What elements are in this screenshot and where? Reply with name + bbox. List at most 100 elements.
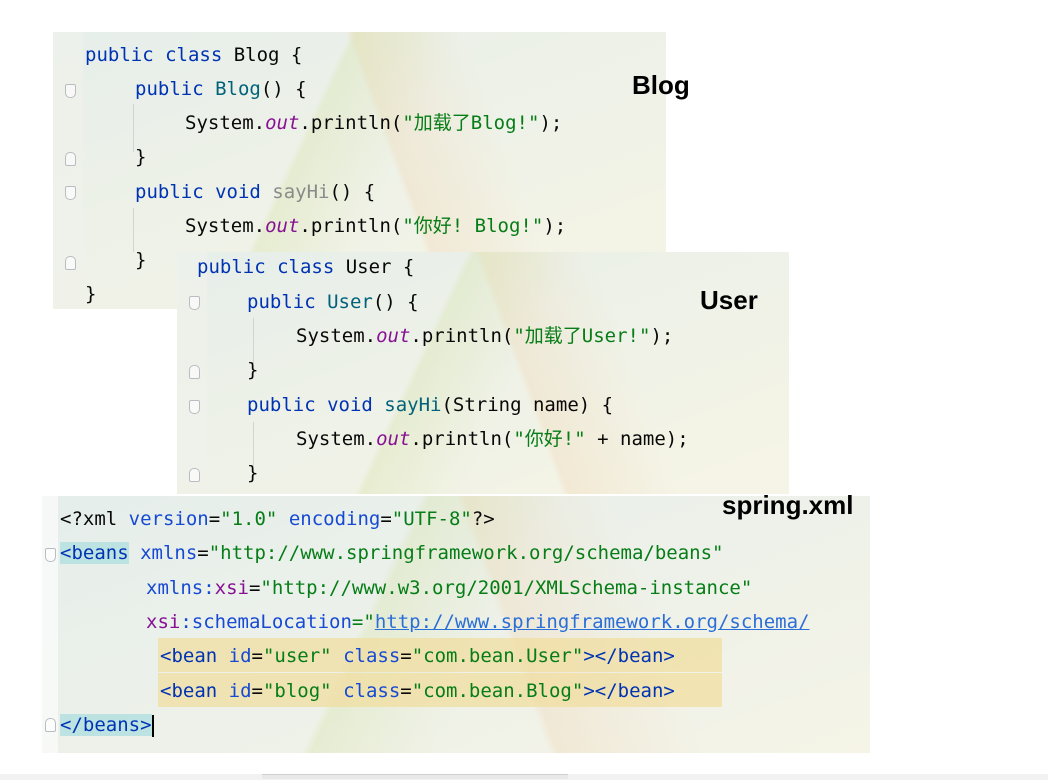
code-line[interactable]: public void sayHi(String name) { (247, 388, 789, 422)
code-line[interactable]: System.out.println("加载了Blog!"); (185, 106, 666, 140)
blog-caption: Blog (632, 70, 690, 100)
beans-close-bracket: > (140, 714, 152, 736)
punctuation: () { (329, 181, 376, 203)
fold-marker-icon[interactable] (45, 718, 56, 732)
keyword: public class (197, 256, 346, 278)
attribute-value: "UTF-8" (391, 508, 472, 530)
identifier: System. (296, 325, 377, 347)
bean-close-tag: ></bean> (583, 680, 675, 702)
attribute-name: class (331, 680, 401, 702)
code-line[interactable]: public User () { (247, 285, 789, 319)
blog-code-panel: public class Blog { public Blog() { Syst… (53, 32, 666, 309)
attribute-name: class (331, 645, 401, 667)
code-line[interactable]: </beans> (60, 708, 870, 742)
code-line[interactable]: <beans xmlns="http://www.springframework… (60, 536, 870, 570)
static-field: out (265, 112, 300, 134)
namespace-prefix: xsi (146, 611, 181, 633)
code-line[interactable]: public Blog() { (135, 72, 666, 106)
attribute-value-open: =" (351, 611, 375, 633)
code-line[interactable]: System.out.println("加载了User!"); (296, 319, 789, 353)
fold-marker-icon[interactable] (189, 468, 200, 482)
static-field: out (265, 215, 300, 237)
attribute-name: encoding (277, 508, 381, 530)
user-code-panel: public class User { public User () { Syst… (177, 252, 789, 494)
identifier: System. (185, 112, 266, 134)
code-line[interactable]: public class Blog { (85, 38, 666, 72)
horizontal-scrollbar[interactable] (0, 774, 1048, 780)
attribute-value: "blog" (262, 680, 332, 702)
xml-declaration: <?xml (60, 508, 129, 530)
keyword: public (247, 291, 328, 313)
fold-marker-icon[interactable] (45, 548, 56, 562)
xml-declaration-end: ?> (471, 508, 495, 530)
code-line[interactable]: <bean id="user" class="com.bean.User"></… (160, 639, 870, 673)
attribute-name: id (217, 645, 252, 667)
fold-marker-icon[interactable] (189, 296, 200, 310)
code-line[interactable]: } (247, 353, 789, 387)
keyword: public void (247, 394, 385, 416)
code-line[interactable]: } (135, 140, 666, 174)
namespace-prefix: xsi (214, 577, 249, 599)
attribute-name: :schemaLocation (180, 611, 352, 633)
constructor-name: Blog (215, 78, 261, 100)
punctuation: () { (260, 78, 307, 100)
indent-guide (133, 208, 134, 252)
method-call: .println( (299, 215, 403, 237)
attribute-value: "1.0" (220, 508, 278, 530)
closing-brace: } (85, 283, 97, 305)
code-line[interactable]: <?xml version="1.0" encoding="UTF-8"?> (60, 502, 870, 536)
spring-xml-caption: spring.xml (722, 490, 854, 520)
scrollbar-thumb[interactable] (262, 774, 568, 779)
equals: = (248, 577, 261, 599)
code-line[interactable]: xmlns:xsi="http://www.w3.org/2001/XMLSch… (146, 571, 870, 605)
equals: = (400, 645, 412, 667)
method-name: sayHi (272, 181, 330, 203)
code-line[interactable]: } (135, 243, 666, 277)
code-line[interactable]: } (85, 277, 666, 309)
equals: = (400, 680, 412, 702)
class-name: Blog { (233, 44, 303, 66)
method-call: .println( (410, 428, 514, 450)
static-field: out (376, 428, 411, 450)
fold-marker-icon[interactable] (65, 256, 76, 270)
identifier: System. (185, 215, 266, 237)
fold-marker-icon[interactable] (65, 84, 76, 98)
attribute-value: "http://www.w3.org/2001/XMLSchema-instan… (260, 577, 753, 599)
attribute-name: xmlns (128, 542, 198, 564)
attribute-value: "http://www.springframework.org/schema/b… (208, 542, 724, 564)
method-name: sayHi (384, 394, 442, 416)
indent-guide (253, 318, 254, 364)
code-line[interactable]: } (247, 456, 789, 490)
method-call: .println( (299, 112, 403, 134)
parameters: (String name) { (441, 394, 614, 416)
code-line[interactable]: xsi:schemaLocation="http://www.springfra… (146, 605, 870, 639)
bean-open-tag: <bean (160, 645, 218, 667)
fold-marker-icon[interactable] (65, 186, 76, 200)
indent-guide (133, 104, 134, 152)
keyword: public void (135, 181, 273, 203)
beans-open-tag: <beans (60, 542, 129, 564)
equals: = (197, 542, 209, 564)
attribute-value: "com.bean.User" (411, 645, 584, 667)
text-cursor (151, 714, 154, 737)
fold-marker-icon[interactable] (189, 400, 200, 414)
code-line[interactable]: System.out.println("你好!" + name); (296, 422, 789, 456)
user-caption: User (700, 285, 758, 315)
fold-marker-icon[interactable] (65, 152, 76, 166)
code-line[interactable]: public void sayHi() { (135, 175, 666, 209)
equals: = (208, 508, 221, 530)
xml-gutter (42, 496, 58, 753)
code-line[interactable]: <bean id="blog" class="com.bean.Blog"></… (160, 674, 870, 708)
static-field: out (376, 325, 411, 347)
string-literal: "加载了User!" (513, 325, 651, 347)
closing-brace: } (135, 249, 147, 271)
punctuation: ); (539, 112, 563, 134)
indent-guide (253, 422, 254, 466)
punctuation: () { (372, 291, 419, 313)
fold-marker-icon[interactable] (189, 365, 200, 379)
code-line[interactable]: public class User { (197, 252, 789, 284)
code-line[interactable]: System.out.println("你好! Blog!"); (185, 209, 666, 243)
attribute-value: "user" (262, 645, 332, 667)
schema-location-link[interactable]: http://www.springframework.org/schema/ (374, 611, 810, 633)
xml-code-panel: <?xml version="1.0" encoding="UTF-8"?> <… (42, 496, 870, 753)
